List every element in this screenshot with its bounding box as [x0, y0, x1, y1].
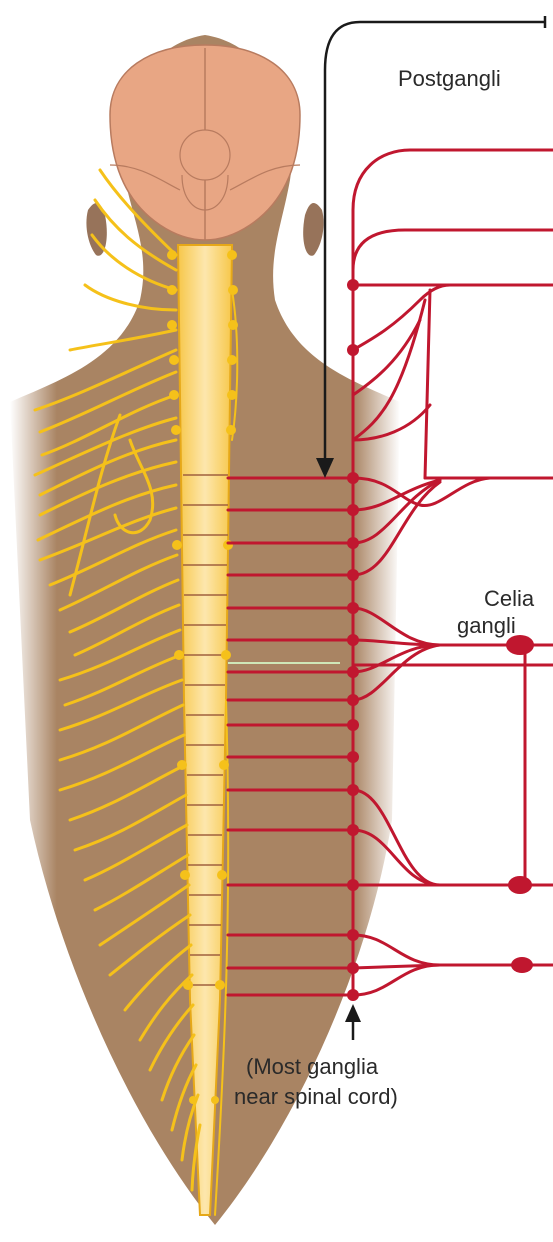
inferior-mesenteric-ganglion: [511, 957, 533, 973]
most-ganglia-label-line2: near spinal cord): [234, 1084, 398, 1110]
superior-mesenteric-ganglion: [508, 876, 532, 894]
celiac-label-line2: gangli: [457, 613, 516, 639]
most-ganglia-label-line1: (Most ganglia: [246, 1054, 378, 1080]
most-ganglia-arrow: [345, 1004, 361, 1040]
postganglionic-label: Postgangli: [398, 66, 501, 92]
collateral-ganglia: [506, 635, 534, 973]
celiac-label-line1: Celia: [484, 586, 534, 612]
